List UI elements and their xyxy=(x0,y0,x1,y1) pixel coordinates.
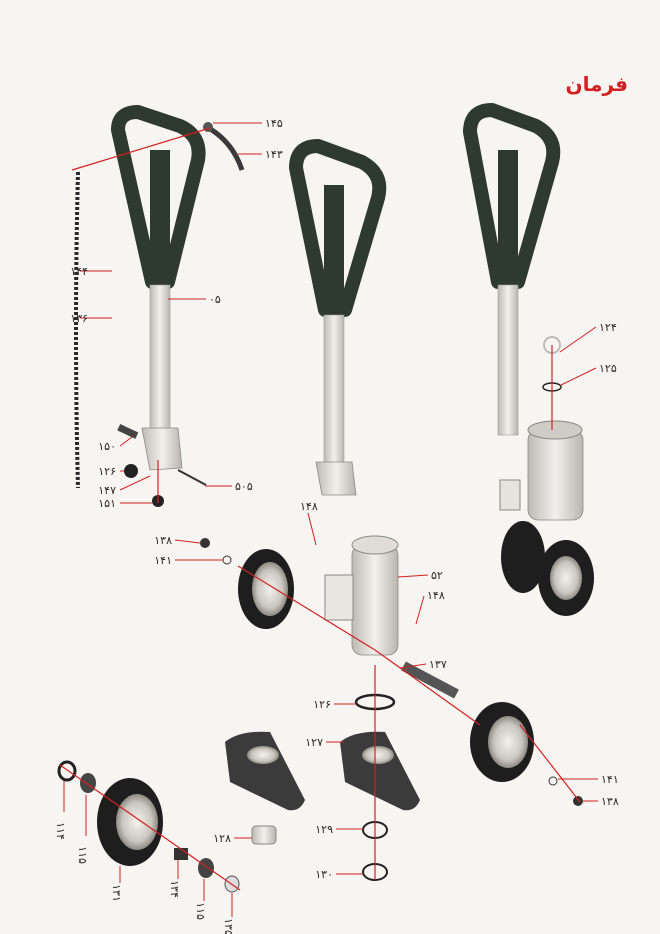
handle-assembly-right xyxy=(463,103,594,616)
handle-tube-left xyxy=(149,284,171,431)
handle-grip-middle xyxy=(289,139,387,317)
pump-body-top xyxy=(351,535,399,555)
wheel-center-right-hub xyxy=(488,716,528,768)
pump-top-right xyxy=(527,420,583,440)
handle-fork-left xyxy=(141,427,183,471)
label-135: ۱۳۵ xyxy=(222,918,235,934)
part-labels: ۱۴۵ ۱۴۳ ۱۴۴ ۰۵ ۱۳۶ ۱۵۰ ۱۲۶ ۱۴۷ ۱۵۱ ۵۰۵ ۱… xyxy=(54,117,619,934)
label-52: ۵۲ xyxy=(431,569,443,582)
handle-assembly-left xyxy=(74,105,245,507)
handle-grip-right xyxy=(463,103,561,289)
wheel-center-left-hub xyxy=(252,562,288,616)
washer-141-right xyxy=(548,776,558,786)
label-150: ۱۵۰ xyxy=(98,440,116,453)
label-125: ۱۲۵ xyxy=(599,362,617,375)
handle-grip-left xyxy=(111,105,206,289)
label-05: ۰۵ xyxy=(209,293,221,306)
pump-cylinder-right xyxy=(527,429,584,521)
plate-left xyxy=(225,731,305,811)
label-115-left: ۱۱۵ xyxy=(76,846,89,864)
label-141-right: ۱۴۱ xyxy=(601,773,619,786)
bushing-128 xyxy=(251,825,277,845)
lever-cap xyxy=(203,122,213,132)
plate-right xyxy=(340,731,420,811)
chain xyxy=(74,171,80,489)
label-144: ۱۴۴ xyxy=(70,265,88,278)
label-130: ۱۳۰ xyxy=(315,868,333,881)
handle-tube-middle xyxy=(323,314,345,466)
handle-shaft-dark-middle xyxy=(324,185,344,315)
label-126-top: ۱۲۶ xyxy=(98,465,116,478)
label-126-center: ۱۲۶ xyxy=(313,698,331,711)
wheel-right-hub xyxy=(550,556,582,600)
label-148-top: ۱۴۸ xyxy=(300,500,318,513)
handle-shaft-dark-right xyxy=(498,150,518,285)
fork-plates xyxy=(225,731,420,881)
label-136: ۱۳۶ xyxy=(70,312,88,325)
label-145: ۱۴۵ xyxy=(265,117,283,130)
wheel-right-back xyxy=(501,521,545,593)
label-124: ۱۲۴ xyxy=(599,321,617,334)
label-148-right: ۱۴۸ xyxy=(427,589,445,602)
label-128: ۱۲۸ xyxy=(213,832,231,845)
release-lever xyxy=(203,123,245,171)
bearing-115-left xyxy=(80,773,96,793)
label-141-left: ۱۴۱ xyxy=(154,554,172,567)
spacer-134 xyxy=(174,848,188,860)
bolt-505 xyxy=(177,469,207,486)
wheel-131-hub xyxy=(116,794,158,850)
page-title: فرمان xyxy=(566,72,629,96)
label-115-right: ۱۱۵ xyxy=(194,902,207,920)
label-505: ۵۰۵ xyxy=(235,480,253,493)
label-137: ۱۳۷ xyxy=(429,658,447,671)
axle-137 xyxy=(401,661,459,699)
handle-assembly-middle xyxy=(289,139,387,496)
label-143: ۱۴۳ xyxy=(265,148,283,161)
nut-138-right xyxy=(573,796,583,806)
leader-lines xyxy=(63,122,598,917)
label-131: ۱۳۱ xyxy=(110,884,123,902)
label-138-left: ۱۳۸ xyxy=(154,534,172,547)
plate-left-hole xyxy=(247,746,279,764)
axis-lines xyxy=(59,127,581,891)
plate-right-hole xyxy=(362,746,394,764)
center-exploded-assembly xyxy=(200,535,583,806)
handle-tube-right xyxy=(497,284,519,436)
handle-shaft-dark-left xyxy=(150,150,170,285)
washer-114 xyxy=(57,760,77,782)
spring-right xyxy=(499,479,521,511)
label-127: ۱۲۷ xyxy=(305,736,323,749)
label-134: ۱۳۴ xyxy=(168,880,181,898)
label-151: ۱۵۱ xyxy=(98,497,116,510)
washer-141-left xyxy=(222,555,232,565)
pin-150 xyxy=(117,424,139,439)
label-147: ۱۴۷ xyxy=(98,484,116,497)
roller-126 xyxy=(124,464,138,478)
label-129: ۱۲۹ xyxy=(315,823,333,836)
bearing-115-right xyxy=(198,858,214,878)
pump-body xyxy=(351,544,399,656)
label-138-right: ۱۳۸ xyxy=(601,795,619,808)
nut-138-left xyxy=(200,538,210,548)
pump-spring xyxy=(324,574,354,621)
label-114: ۱۱۴ xyxy=(54,822,67,840)
handle-fork-middle xyxy=(315,461,357,496)
